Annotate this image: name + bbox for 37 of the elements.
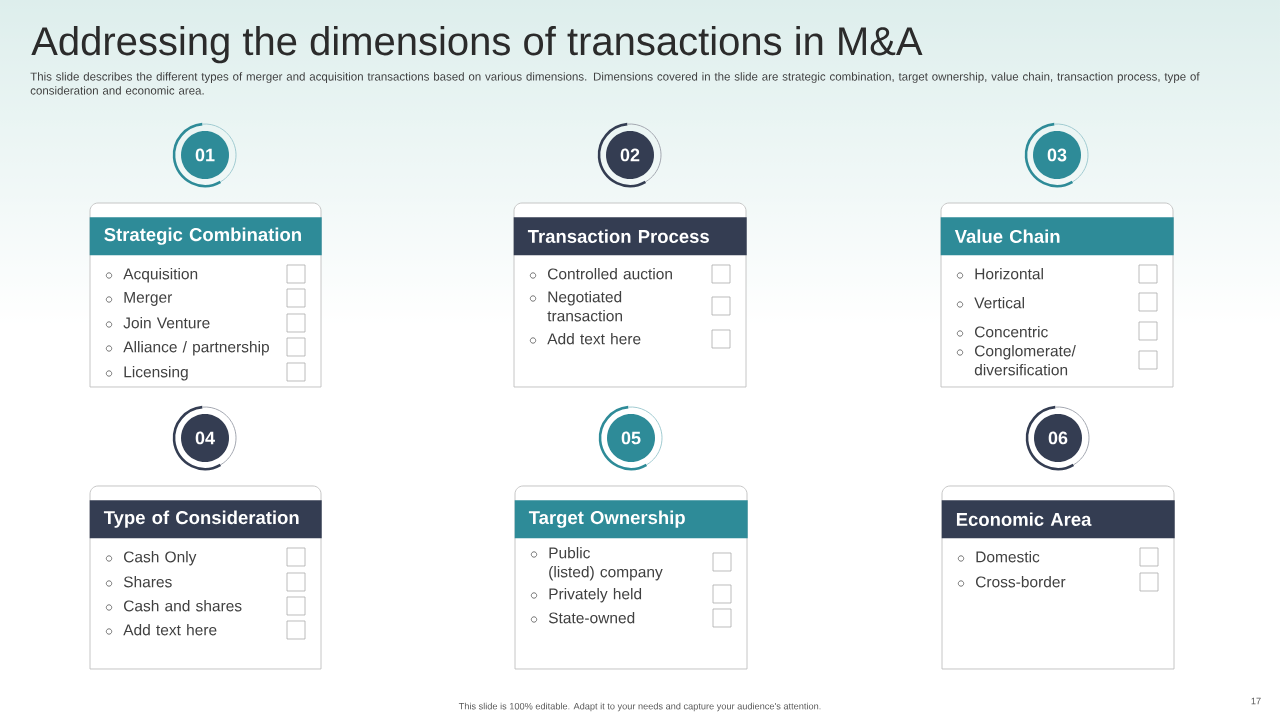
title: Addressing the dimensions of transactions in M&A [31,26,923,64]
number-badge: 06 [1025,405,1090,471]
list-item: Vertical [974,297,1024,309]
header-bar: Target Ownership [514,500,748,539]
number-badge: 02 [597,122,662,188]
number-badge: 04 [172,405,237,471]
list-item: Merger [124,292,173,306]
list-item: Cash and shares [124,600,242,612]
number-badge: 03 [1024,122,1089,188]
list-item: Controlled auction [548,268,672,280]
footer-note: This slide is 100% editable. Adapt it to your needs and capture your audience's attention. [458,702,821,712]
description-text: This slide describes the different types of merger and acquisition transactions based on various dimensions. Dimensions covered in the slide are strategic combination, target ownership, value chain, transaction process, type of consideration and economic area. [30,72,1200,95]
list-item: Join Venture [123,317,210,329]
list-item: Concentric [975,326,1048,338]
list-item: Add text here [547,333,641,345]
list-item: Cross-border [976,576,1066,588]
header-bar: Transaction Process [513,217,747,256]
list-item: Licensing [124,366,188,381]
number-badge: 01 [172,122,237,188]
header-bar: Economic Area [941,500,1175,539]
page-number: 17 [1251,697,1261,705]
list-item: Negotiated transaction [547,291,622,322]
list-item: Shares [123,576,172,588]
list-item: Public (listed) company [549,547,663,581]
list-item: State-owned [548,612,635,624]
list-item: Add text here [123,624,217,636]
list-item: Horizontal [975,268,1043,280]
header-bar: Value Chain [940,217,1174,256]
number-badge: 05 [598,405,663,471]
list-item: Acquisition [123,268,198,283]
list-item: Alliance / partnership [123,341,269,356]
list-item: Domestic [976,551,1040,563]
list-item: Privately held [549,588,642,603]
list-item: Cash Only [124,551,197,566]
list-item: Conglomerate/ diversification [974,345,1076,376]
header-bar: Strategic Combination [89,217,322,256]
header-bar: Type of Consideration [89,500,322,539]
